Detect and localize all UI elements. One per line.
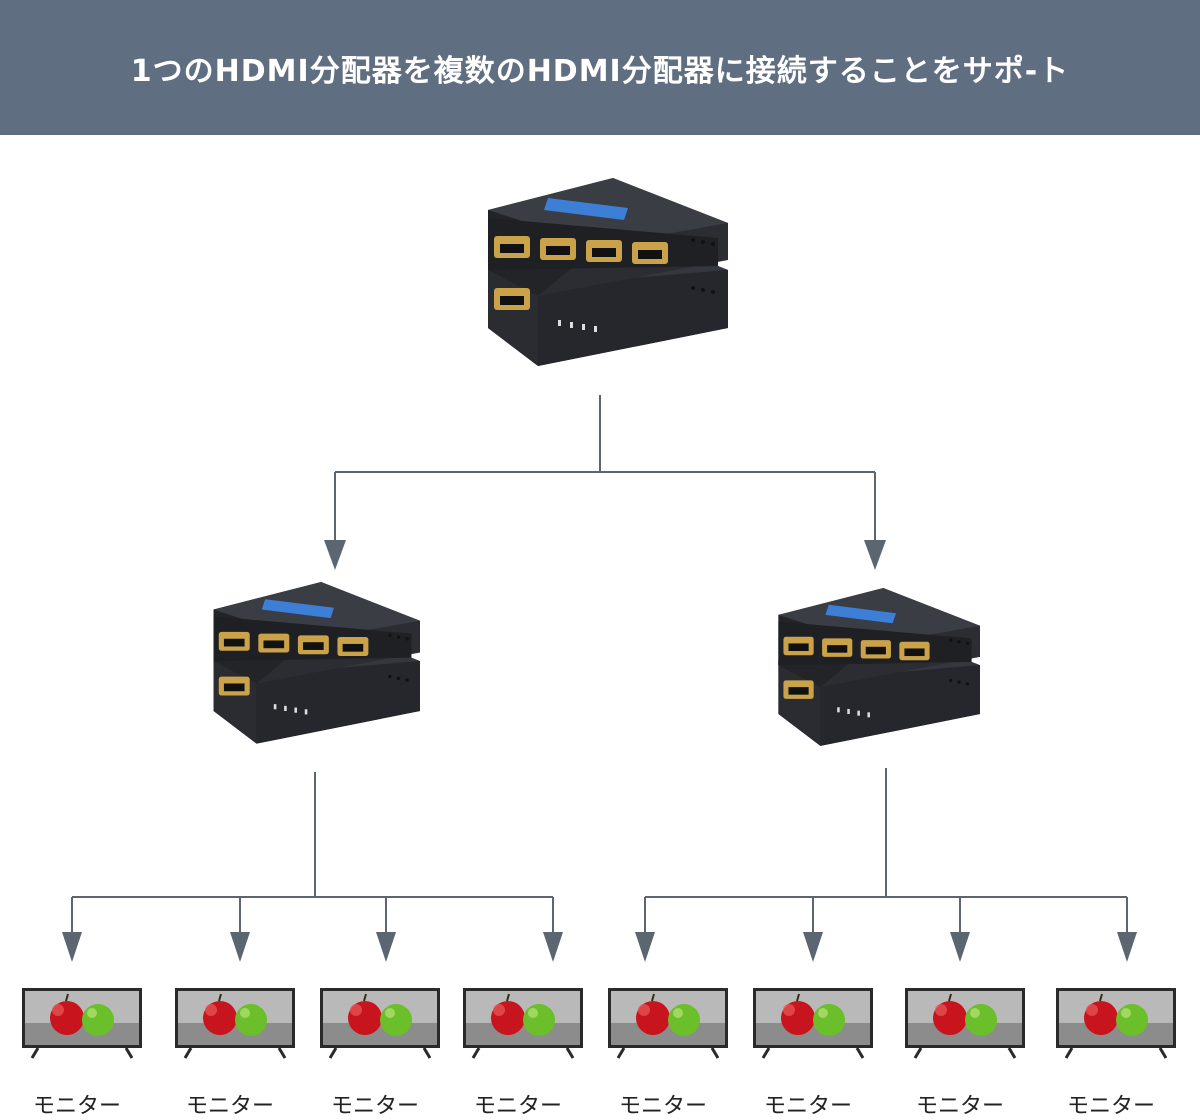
monitor-label: モニター [185,1094,274,1119]
monitor-icon [461,986,585,1060]
left-splitter [213,582,420,744]
monitor-label: モニター [32,1094,121,1119]
monitor-label: モニター [330,1094,419,1119]
hdmi-splitter-icon [778,588,980,746]
arrow-down-icon [62,932,82,962]
monitor-icon [903,986,1027,1060]
monitor-label: モニター [763,1094,852,1119]
monitor-label: モニター [915,1094,1004,1119]
hdmi-splitter-icon [213,582,420,744]
monitor-label: モニター [1066,1094,1155,1119]
arrowheads [62,540,1137,962]
monitor-icon [318,986,442,1060]
arrow-down-icon [803,932,823,962]
arrow-down-icon [1117,932,1137,962]
monitor-icon [20,986,144,1060]
page-title: 1つのHDMI分配器を複数のHDMI分配器に接続することをサポ-ト [130,53,1070,89]
header-banner: 1つのHDMI分配器を複数のHDMI分配器に接続することをサポ-ト [0,0,1200,135]
root-splitter [488,178,728,366]
arrow-down-icon [864,540,886,570]
arrow-down-icon [543,932,563,962]
monitor-icon [1054,986,1178,1060]
monitor-icon [173,986,297,1060]
hdmi-splitter-icon [488,178,728,366]
monitor-label: モニター [473,1094,562,1119]
arrow-down-icon [230,932,250,962]
arrow-down-icon [635,932,655,962]
arrow-down-icon [376,932,396,962]
monitor-icon [751,986,875,1060]
arrow-down-icon [324,540,346,570]
monitor-icon [606,986,730,1060]
connector-lines [71,395,1128,932]
monitors [20,986,1178,1060]
right-splitter [778,588,980,746]
arrow-down-icon [950,932,970,962]
monitor-label: モニター [618,1094,707,1119]
